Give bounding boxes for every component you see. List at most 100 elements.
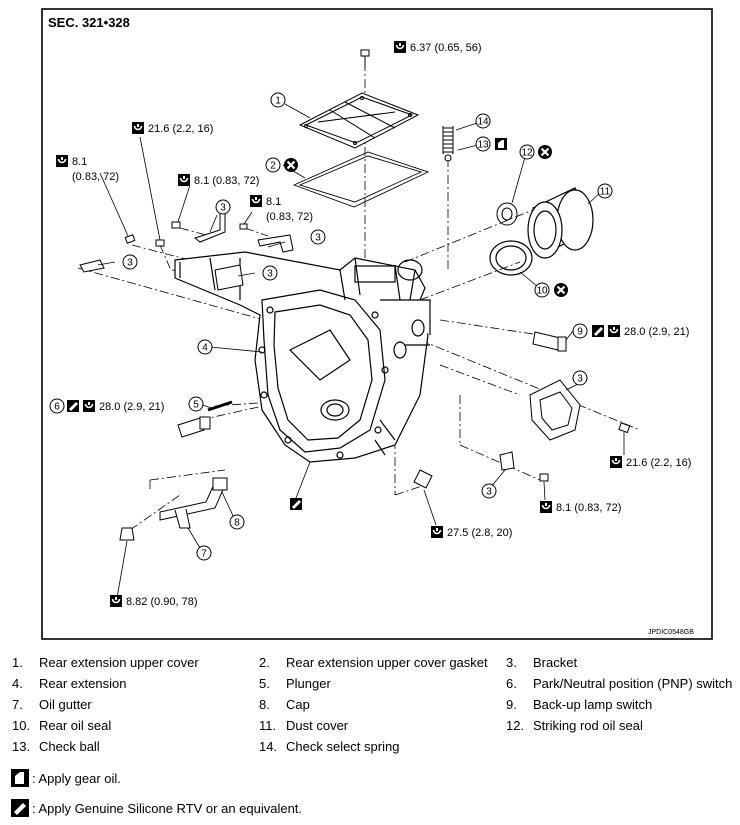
torque-icon bbox=[55, 154, 69, 168]
gear-oil-icon bbox=[495, 138, 507, 150]
callouts: 1 2 3 3 3 3 3 3 4 5 6 7 8 9 10 11 12 13 … bbox=[49, 92, 613, 561]
callout-7: 7 bbox=[196, 545, 212, 561]
callout-8: 8 bbox=[229, 514, 245, 530]
svg-text:8.1 (0.83, 72): 8.1 (0.83, 72) bbox=[194, 175, 259, 187]
svg-text:9: 9 bbox=[577, 327, 583, 338]
torque-spec-bottom-center: 27.5 (2.8, 20) bbox=[430, 525, 512, 539]
callout-11: 11 bbox=[597, 183, 613, 199]
legend-label: Check ball bbox=[39, 739, 100, 754]
callout-3e: 3 bbox=[572, 370, 588, 386]
silicone-note: : Apply Genuine Silicone RTV or an equiv… bbox=[10, 796, 302, 820]
small-bolts bbox=[119, 221, 631, 541]
torque-icon bbox=[539, 500, 553, 514]
torque-spec-top: 6.37 (0.65, 56) bbox=[393, 40, 482, 54]
svg-text:3: 3 bbox=[486, 487, 492, 498]
legend-label: Check select spring bbox=[286, 739, 400, 754]
svg-text:21.6 (2.2, 16): 21.6 (2.2, 16) bbox=[148, 123, 213, 135]
legend-label: Striking rod oil seal bbox=[533, 718, 643, 733]
svg-text:5: 5 bbox=[193, 400, 199, 411]
callout-2: 2 bbox=[265, 157, 281, 173]
spring-part bbox=[442, 126, 454, 154]
do-not-reuse-icon-12 bbox=[536, 143, 554, 161]
diagram-frame bbox=[41, 8, 713, 640]
svg-text:3: 3 bbox=[127, 258, 133, 269]
callout-3d: 3 bbox=[262, 265, 278, 281]
callout-13: 13 bbox=[475, 136, 491, 152]
svg-text:6.37 (0.65, 56): 6.37 (0.65, 56) bbox=[410, 42, 482, 54]
svg-text:7: 7 bbox=[201, 549, 207, 560]
back-up-lamp-switch-part bbox=[532, 331, 567, 352]
silicone-rtv-icon-9 bbox=[592, 325, 604, 337]
gear-oil-icon bbox=[11, 769, 29, 787]
gasket-part bbox=[292, 151, 430, 208]
legend-number: 1. bbox=[12, 655, 23, 670]
torque-spec-lower-right: 8.1 (0.83, 72) bbox=[539, 500, 621, 514]
callout-3c: 3 bbox=[122, 254, 138, 270]
legend-number: 11. bbox=[259, 718, 277, 733]
legend-number: 8. bbox=[259, 697, 270, 712]
leader-lines bbox=[97, 103, 625, 599]
upper-cover-part bbox=[298, 92, 420, 149]
svg-text:13: 13 bbox=[477, 140, 489, 151]
callout-1: 1 bbox=[270, 92, 286, 108]
svg-text:3: 3 bbox=[315, 233, 321, 244]
torque-icon bbox=[82, 399, 96, 413]
bracket-parts bbox=[79, 211, 581, 471]
rear-oil-seal-part bbox=[489, 240, 533, 276]
svg-text:12: 12 bbox=[521, 148, 533, 159]
section-label: SEC. 321•328 bbox=[48, 15, 130, 30]
legend-number: 14. bbox=[259, 739, 278, 754]
torque-icon bbox=[430, 525, 444, 539]
parts-legend: 1. Rear extension upper cover 2. Rear exte… bbox=[0, 655, 740, 765]
legend-number: 9. bbox=[506, 697, 517, 712]
callout-3f: 3 bbox=[481, 483, 497, 499]
svg-text:6: 6 bbox=[54, 402, 60, 413]
legend-number: 13. bbox=[12, 739, 31, 754]
legend-label: Park/Neutral position (PNP) switch bbox=[533, 676, 733, 691]
callout-3b: 3 bbox=[310, 229, 326, 245]
legend-label: Rear extension bbox=[39, 676, 127, 691]
legend-number: 6. bbox=[506, 676, 517, 691]
legend-number: 2. bbox=[259, 655, 270, 670]
pnp-switch-part bbox=[177, 416, 211, 438]
silicone-note-text: : Apply Genuine Silicone RTV or an equiv… bbox=[32, 800, 303, 816]
legend-label: Oil gutter bbox=[39, 697, 92, 712]
legend-number: 3. bbox=[506, 655, 517, 670]
svg-text:27.5 (2.8, 20): 27.5 (2.8, 20) bbox=[447, 527, 512, 539]
svg-text:10: 10 bbox=[536, 286, 548, 297]
callout-4: 4 bbox=[197, 339, 213, 355]
legend-label: Dust cover bbox=[286, 718, 349, 733]
rear-extension-housing bbox=[174, 251, 431, 463]
svg-text:3: 3 bbox=[220, 203, 226, 214]
torque-spec-bottom-left: 8.82 (0.90, 78) bbox=[109, 594, 198, 608]
striking-rod-oil-seal-part bbox=[496, 202, 518, 226]
legend-label: Rear extension upper cover bbox=[39, 655, 199, 670]
legend-number: 10. bbox=[12, 718, 31, 733]
legend-label: Back-up lamp switch bbox=[533, 697, 653, 712]
svg-text:21.6 (2.2, 16): 21.6 (2.2, 16) bbox=[626, 457, 691, 469]
legend-number: 5. bbox=[259, 676, 270, 691]
legend-number: 7. bbox=[12, 697, 23, 712]
cap-part bbox=[212, 477, 228, 491]
torque-icon bbox=[249, 194, 263, 208]
torque-spec-mid: 8.1(0.83, 72) bbox=[249, 194, 313, 223]
torque-spec-right: 21.6 (2.2, 16) bbox=[609, 455, 691, 469]
plunger-part bbox=[207, 400, 233, 412]
torque-spec-mid-left: 8.1 (0.83, 72) bbox=[177, 173, 259, 187]
exploded-view-diagram: SEC. 321•328 JPDIC0548GB bbox=[41, 8, 713, 640]
legend-number: 12. bbox=[506, 718, 525, 733]
svg-text:2: 2 bbox=[270, 161, 276, 172]
svg-text:8.1: 8.1 bbox=[266, 196, 281, 208]
svg-text:1: 1 bbox=[275, 96, 281, 107]
svg-text:8.82 (0.90, 78): 8.82 (0.90, 78) bbox=[126, 596, 198, 608]
do-not-reuse-icon-2 bbox=[282, 156, 300, 174]
top-bolt bbox=[360, 49, 370, 68]
dust-cover-part bbox=[527, 187, 594, 259]
do-not-reuse-icon-10 bbox=[552, 281, 570, 299]
callout-10: 10 bbox=[534, 282, 550, 298]
callout-5: 5 bbox=[188, 396, 204, 412]
legend-label: Bracket bbox=[533, 655, 578, 670]
legend-label: Rear extension upper cover gasket bbox=[286, 655, 488, 670]
svg-text:8.1 (0.83, 72): 8.1 (0.83, 72) bbox=[556, 502, 621, 514]
svg-text:11: 11 bbox=[600, 187, 611, 198]
